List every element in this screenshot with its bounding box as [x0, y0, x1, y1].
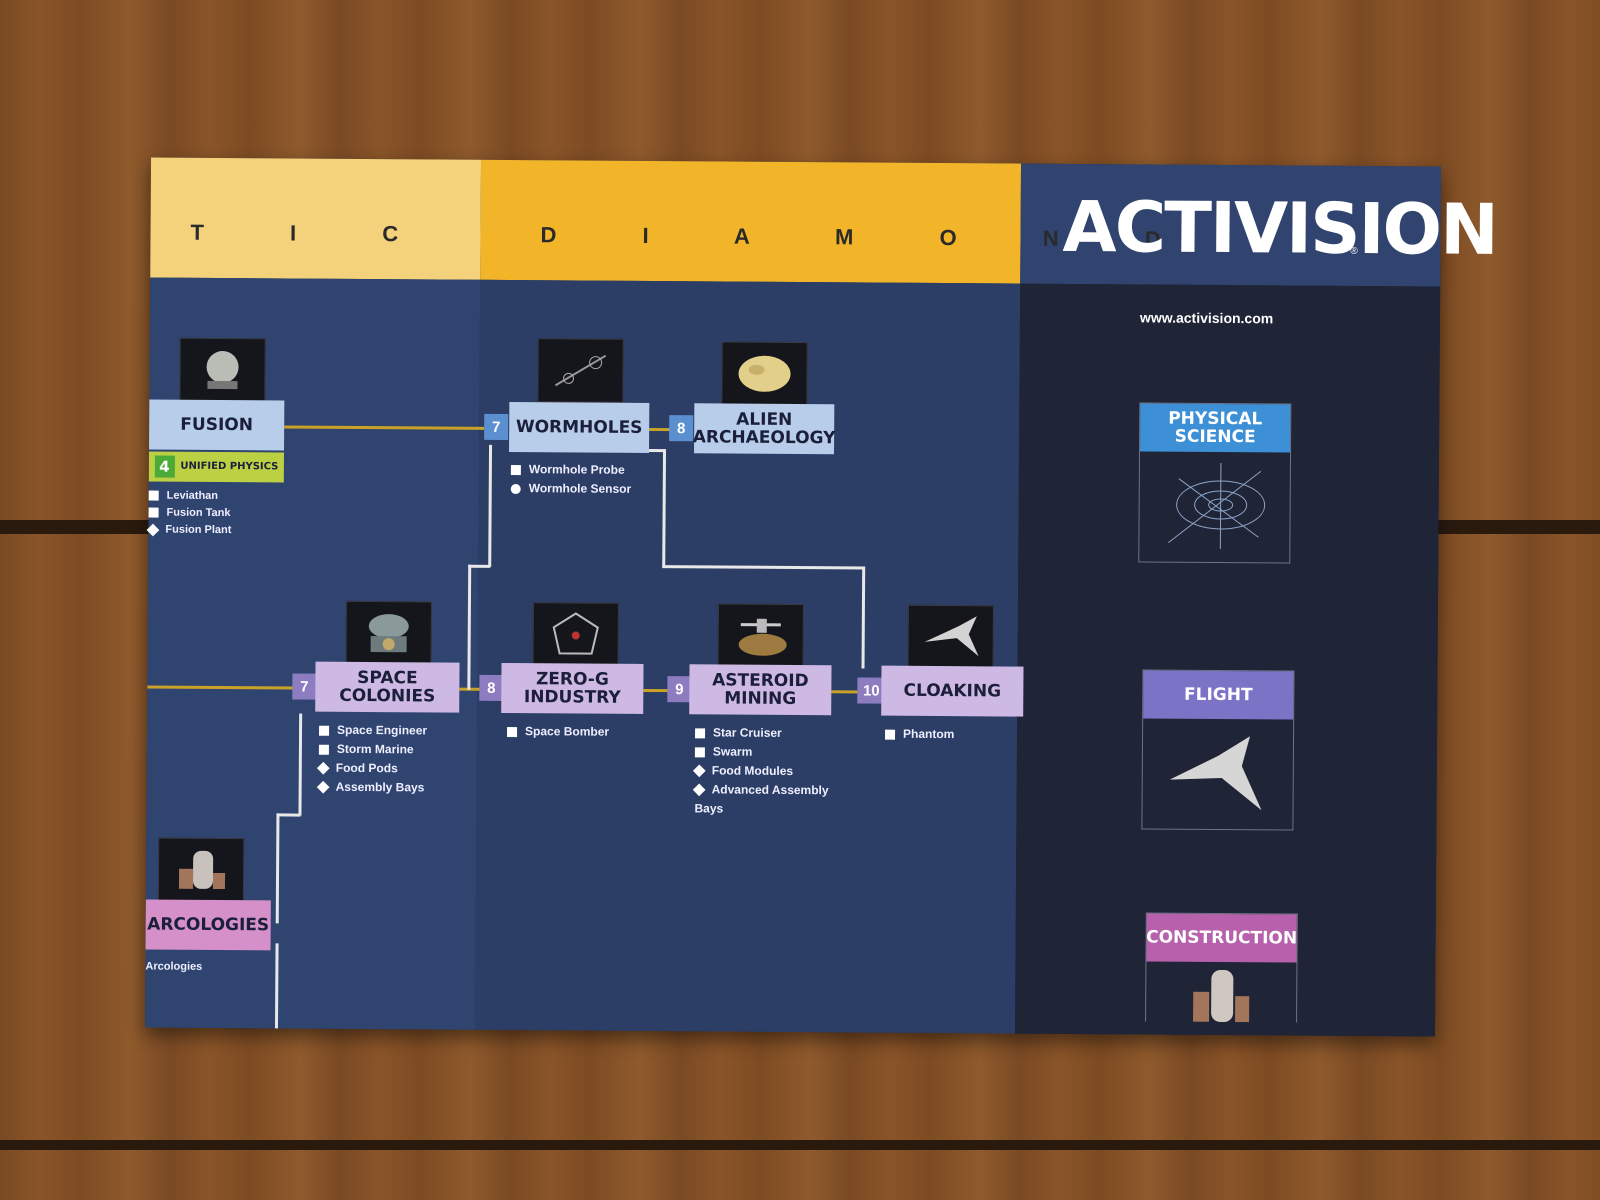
- space-colonies-unlock-item: Assembly Bays: [316, 778, 427, 798]
- category-construction-label: CONSTRUCTION: [1146, 913, 1297, 963]
- asteroid-mining-unlocks: Star Cruiser Swarm Food Modules Advanced…: [692, 723, 835, 819]
- category-physical-science: PHYSICAL SCIENCE: [1138, 402, 1292, 564]
- unified-physics-box[interactable]: 4 UNIFIED PHYSICS: [148, 451, 284, 483]
- unit-bullet-icon: [148, 507, 159, 518]
- physical-science-image: [1139, 451, 1290, 562]
- wormholes-number: 7: [484, 413, 509, 441]
- space-colonies-unlock-item: Space Engineer: [319, 721, 427, 741]
- tech-fusion[interactable]: FUSION: [149, 399, 285, 451]
- cloaking-unlocks: Phantom: [885, 725, 954, 744]
- fusion-image: [179, 337, 266, 403]
- zero-g-industry-unlock-item: Space Bomber: [507, 722, 609, 742]
- registered-mark: ®: [1350, 245, 1358, 257]
- arrow-line-arcologies-down: [274, 943, 279, 1029]
- fusion-unlocks: Leviathan Fusion Tank Fusion Plant: [146, 487, 232, 539]
- arcologies-unlock-item: Arcologies: [145, 960, 203, 973]
- space-colonies-image: [345, 600, 432, 666]
- building-bullet-icon: [316, 781, 330, 794]
- building-bullet-icon: [316, 762, 330, 775]
- category-flight: FLIGHT: [1141, 669, 1295, 831]
- space-colonies-unlock-item: Storm Marine: [318, 740, 427, 760]
- zero-g-industry-unlocks: Space Bomber: [507, 722, 609, 742]
- fusion-unlock-item: Fusion Tank: [148, 504, 232, 522]
- asteroid-mining-unlock-item: Food Modules: [692, 761, 835, 781]
- tech-arcologies[interactable]: ARCOLOGIES: [145, 899, 271, 951]
- fusion-unlock-item: Leviathan: [148, 487, 232, 505]
- alien-archaeology-image: [721, 341, 808, 407]
- fusion-unlock-item: Fusion Plant: [146, 521, 231, 539]
- zero-g-industry-image: [532, 602, 619, 667]
- website-url[interactable]: www.activision.com: [1139, 309, 1274, 327]
- special-bullet-icon: [510, 483, 521, 494]
- tech-wormholes[interactable]: WORMHOLES: [509, 402, 650, 453]
- cloaking-image: [907, 604, 994, 670]
- tech-alien-archaeology[interactable]: ALIEN ARCHAEOLOGY: [693, 403, 836, 455]
- cloaking-unlock-item: Phantom: [885, 725, 954, 744]
- zero-g-industry-number: 8: [479, 674, 504, 701]
- category-construction: CONSTRUCTION: [1145, 912, 1298, 1023]
- wormholes-unlock-item: Wormhole Probe: [510, 460, 632, 480]
- tech-zero-g-industry[interactable]: ZERO-G INDUSTRY: [501, 662, 644, 714]
- flight-image: [1142, 718, 1293, 829]
- space-colonies-number: 7: [292, 673, 317, 700]
- tech-space-colonies[interactable]: SPACE COLONIES: [315, 661, 460, 713]
- building-bullet-icon: [692, 783, 706, 797]
- unit-bullet-icon: [695, 728, 706, 739]
- unified-physics-number: 4: [154, 455, 175, 478]
- wormholes-image: [537, 338, 624, 403]
- wood-plank-gap: [0, 1140, 1600, 1150]
- asteroid-mining-number: 9: [667, 676, 692, 703]
- tech-asteroid-mining[interactable]: ASTEROID MINING: [689, 664, 832, 716]
- unified-physics-label: UNIFIED PHYSICS: [180, 460, 279, 473]
- unit-bullet-icon: [318, 744, 329, 755]
- building-bullet-icon: [692, 764, 706, 778]
- construction-image: [1146, 961, 1296, 1023]
- space-colonies-unlock-item: Food Pods: [316, 759, 427, 779]
- tech-cloaking[interactable]: CLOAKING: [881, 665, 1024, 717]
- unit-bullet-icon: [694, 747, 705, 758]
- wormholes-unlocks: Wormhole Probe Wormhole Sensor: [510, 460, 632, 499]
- arrow-line-colonies-step: [468, 564, 491, 568]
- asteroid-mining-unlock-item: Star Cruiser: [695, 723, 835, 743]
- category-physical-science-label: PHYSICAL SCIENCE: [1140, 403, 1291, 453]
- asteroid-mining-image: [717, 603, 804, 669]
- arcologies-image: [157, 837, 245, 903]
- activision-logo: ACTIVISION: [1062, 185, 1497, 271]
- arrow-line-arcologies-step: [276, 813, 301, 817]
- space-colonies-unlocks: Space Engineer Storm Marine Food Pods As…: [316, 721, 428, 798]
- arcologies-unlocks: Arcologies: [145, 957, 202, 976]
- building-bullet-icon: [146, 523, 160, 536]
- alien-archaeology-number: 8: [669, 415, 694, 442]
- asteroid-mining-unlock-item: Advanced Assembly Bays: [692, 782, 829, 816]
- wormholes-unlock-item: Wormhole Sensor: [510, 479, 632, 499]
- asteroid-mining-unlock-item: Swarm: [694, 742, 835, 762]
- category-flight-label: FLIGHT: [1143, 670, 1294, 720]
- unit-bullet-icon: [507, 726, 518, 737]
- header-band-left: [150, 157, 482, 280]
- tech-tree-card: T I C D I A M O N D ACTIVISION ® www.act…: [144, 157, 1497, 1037]
- band-word-left: T I C: [190, 219, 439, 247]
- unit-bullet-icon: [148, 490, 159, 501]
- unit-bullet-icon: [510, 464, 521, 475]
- unit-bullet-icon: [885, 729, 896, 740]
- unit-bullet-icon: [319, 725, 330, 736]
